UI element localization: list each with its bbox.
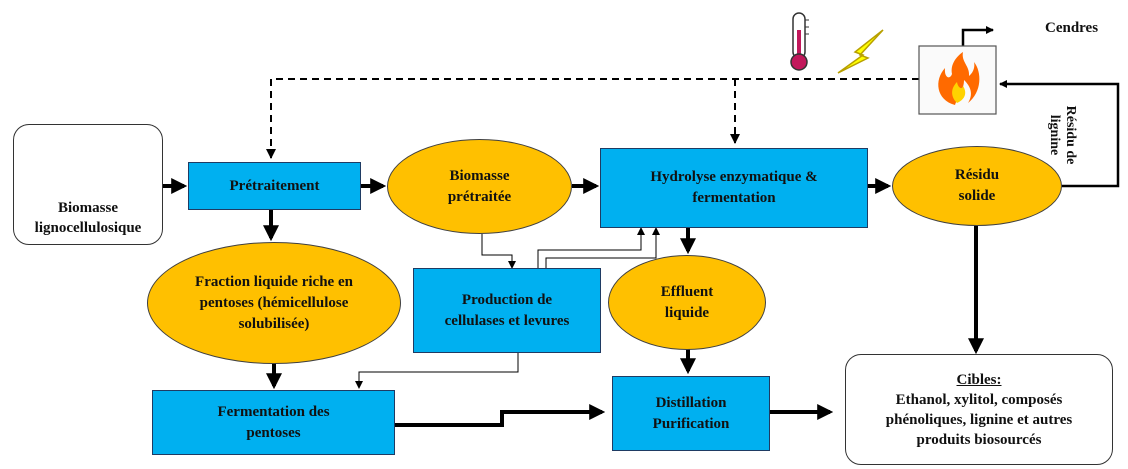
thin-connectors xyxy=(355,227,660,389)
biomasse-label: Biomasse lignocellulosique xyxy=(34,200,142,236)
distillation-box: Distillation Purification xyxy=(612,376,770,451)
biomasse-pretraitee-ellipse: Biomasse prétraitée xyxy=(387,139,572,234)
cibles-box: Cibles: Ethanol, xylitol, composés phéno… xyxy=(845,354,1113,465)
hydrolyse-label: Hydrolyse enzymatique & fermentation xyxy=(650,169,818,206)
dashed-furnace-line xyxy=(266,78,919,159)
main-flow-arrows xyxy=(160,178,984,427)
cendres-label: Cendres xyxy=(1045,20,1099,36)
thermometer-icon xyxy=(790,12,809,71)
residu-solide-label: Résidu solide xyxy=(954,167,1000,204)
fermentation-pentoses-label: Fermentation des pentoses xyxy=(217,403,330,441)
biomasse-node: Biomasse lignocellulosique xyxy=(13,124,163,245)
effluent-liquide-ellipse: Effluent liquide xyxy=(608,255,766,350)
fire-icon xyxy=(918,45,997,115)
production-cellulases-label: Production de cellulases et levures xyxy=(444,291,570,329)
fraction-liquide-label: Fraction liquide riche en pentoses (hémi… xyxy=(195,273,353,332)
hydrolyse-box: Hydrolyse enzymatique & fermentation xyxy=(600,148,868,228)
thin-production-to-fermentation xyxy=(355,353,519,389)
arrow-furnace-to-cendres xyxy=(961,26,994,46)
pretraitement-box: Prétraitement xyxy=(188,162,361,210)
cibles-body: Ethanol, xylitol, composés phénoliques, … xyxy=(885,391,1073,448)
thin-pretraitee-to-production xyxy=(481,234,516,269)
arrow-fermentation-to-distillation xyxy=(395,404,606,427)
fermentation-pentoses-box: Fermentation des pentoses xyxy=(152,390,395,455)
production-cellulases-box: Production de cellulases et levures xyxy=(413,268,601,353)
energy-dashed-lines xyxy=(266,78,919,159)
cibles-title: Cibles: xyxy=(956,371,1002,388)
residu-lignine-label: Résidu de lignine xyxy=(1047,105,1078,165)
residu-solide-ellipse: Résidu solide xyxy=(892,146,1062,226)
arrow-residu-to-furnace xyxy=(999,80,1120,188)
effluent-liquide-label: Effluent liquide xyxy=(660,283,714,321)
pretraitement-label: Prétraitement xyxy=(229,177,320,194)
lightning-icon xyxy=(837,29,884,74)
biomasse-pretraitee-label: Biomasse prétraitée xyxy=(447,167,512,205)
fraction-liquide-ellipse: Fraction liquide riche en pentoses (hémi… xyxy=(147,242,401,364)
distillation-label: Distillation Purification xyxy=(652,394,730,432)
thin-production-to-hydrolyse-1 xyxy=(537,227,645,268)
thin-production-to-hydrolyse-2 xyxy=(545,227,660,268)
